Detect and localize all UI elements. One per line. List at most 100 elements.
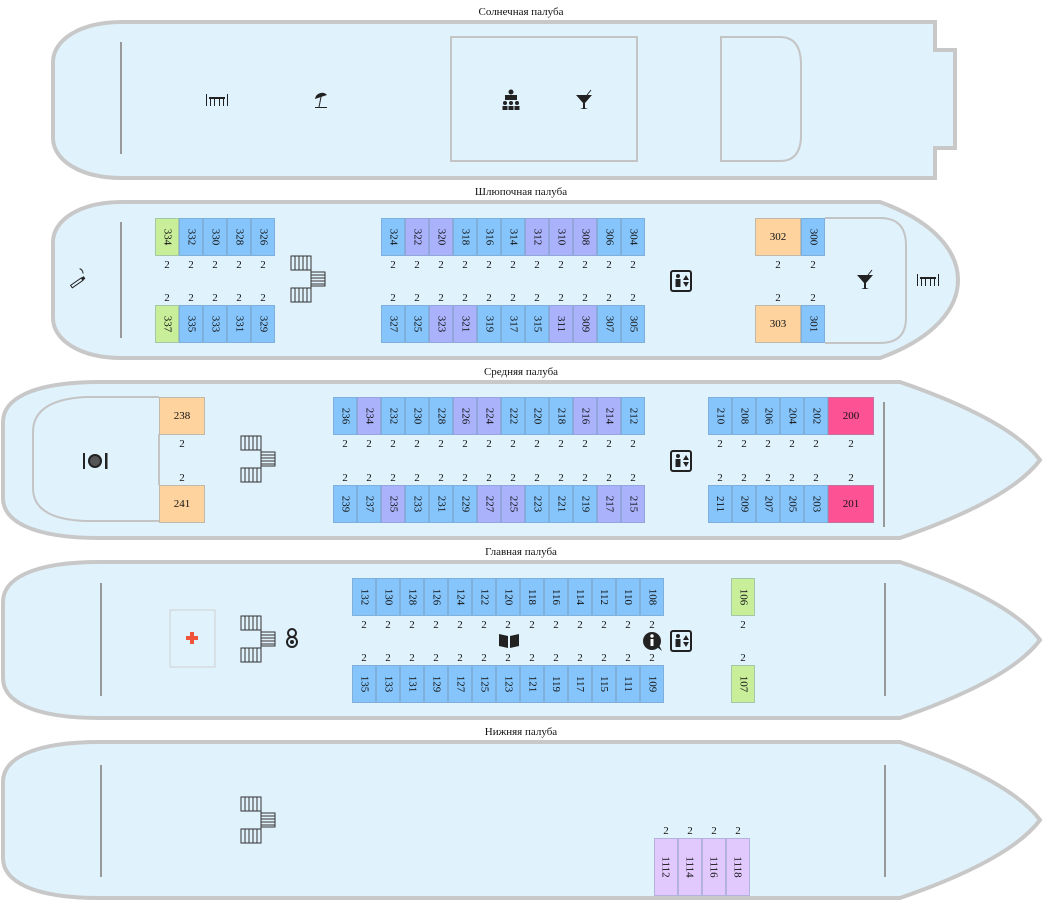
cabin-205[interactable]: 205: [780, 485, 804, 523]
cabin-238[interactable]: 238: [159, 397, 205, 435]
cabin-314[interactable]: 314: [501, 218, 525, 256]
cabin-124[interactable]: 124: [448, 578, 472, 616]
cabin-211[interactable]: 211: [708, 485, 732, 523]
cabin-114[interactable]: 114: [568, 578, 592, 616]
cabin-334[interactable]: 334: [155, 218, 179, 256]
cabin-227[interactable]: 227: [477, 485, 501, 523]
cabin-333[interactable]: 333: [203, 305, 227, 343]
cabin-106[interactable]: 106: [731, 578, 755, 616]
cabin-318[interactable]: 318: [453, 218, 477, 256]
cabin-118[interactable]: 118: [520, 578, 544, 616]
cabin-330[interactable]: 330: [203, 218, 227, 256]
cabin-307[interactable]: 307: [597, 305, 621, 343]
cabin-303[interactable]: 303: [755, 305, 801, 343]
cabin-315[interactable]: 315: [525, 305, 549, 343]
cabin-123[interactable]: 123: [496, 665, 520, 703]
cabin-324[interactable]: 324: [381, 218, 405, 256]
cabin-228[interactable]: 228: [429, 397, 453, 435]
cabin-317[interactable]: 317: [501, 305, 525, 343]
cabin-127[interactable]: 127: [448, 665, 472, 703]
cabin-209[interactable]: 209: [732, 485, 756, 523]
cabin-1112[interactable]: 1112: [654, 838, 678, 896]
cabin-126[interactable]: 126: [424, 578, 448, 616]
cabin-132[interactable]: 132: [352, 578, 376, 616]
cabin-328[interactable]: 328: [227, 218, 251, 256]
cabin-231[interactable]: 231: [429, 485, 453, 523]
cabin-230[interactable]: 230: [405, 397, 429, 435]
cabin-217[interactable]: 217: [597, 485, 621, 523]
cabin-216[interactable]: 216: [573, 397, 597, 435]
cabin-331[interactable]: 331: [227, 305, 251, 343]
cabin-119[interactable]: 119: [544, 665, 568, 703]
cabin-110[interactable]: 110: [616, 578, 640, 616]
cabin-320[interactable]: 320: [429, 218, 453, 256]
cabin-311[interactable]: 311: [549, 305, 573, 343]
cabin-229[interactable]: 229: [453, 485, 477, 523]
cabin-122[interactable]: 122: [472, 578, 496, 616]
cabin-301[interactable]: 301: [801, 305, 825, 343]
cabin-206[interactable]: 206: [756, 397, 780, 435]
cabin-1116[interactable]: 1116: [702, 838, 726, 896]
cabin-116[interactable]: 116: [544, 578, 568, 616]
cabin-215[interactable]: 215: [621, 485, 645, 523]
cabin-204[interactable]: 204: [780, 397, 804, 435]
cabin-304[interactable]: 304: [621, 218, 645, 256]
cabin-222[interactable]: 222: [501, 397, 525, 435]
cabin-224[interactable]: 224: [477, 397, 501, 435]
cabin-322[interactable]: 322: [405, 218, 429, 256]
cabin-208[interactable]: 208: [732, 397, 756, 435]
cabin-128[interactable]: 128: [400, 578, 424, 616]
cabin-130[interactable]: 130: [376, 578, 400, 616]
cabin-306[interactable]: 306: [597, 218, 621, 256]
cabin-210[interactable]: 210: [708, 397, 732, 435]
cabin-131[interactable]: 131: [400, 665, 424, 703]
cabin-239[interactable]: 239: [333, 485, 357, 523]
cabin-108[interactable]: 108: [640, 578, 664, 616]
cabin-310[interactable]: 310: [549, 218, 573, 256]
cabin-1114[interactable]: 1114: [678, 838, 702, 896]
cabin-109[interactable]: 109: [640, 665, 664, 703]
cabin-237[interactable]: 237: [357, 485, 381, 523]
cabin-321[interactable]: 321: [453, 305, 477, 343]
cabin-203[interactable]: 203: [804, 485, 828, 523]
cabin-112[interactable]: 112: [592, 578, 616, 616]
cabin-107[interactable]: 107: [731, 665, 755, 703]
cabin-308[interactable]: 308: [573, 218, 597, 256]
cabin-201[interactable]: 201: [828, 485, 874, 523]
cabin-332[interactable]: 332: [179, 218, 203, 256]
cabin-111[interactable]: 111: [616, 665, 640, 703]
cabin-121[interactable]: 121: [520, 665, 544, 703]
cabin-300[interactable]: 300: [801, 218, 825, 256]
cabin-329[interactable]: 329: [251, 305, 275, 343]
cabin-221[interactable]: 221: [549, 485, 573, 523]
cabin-120[interactable]: 120: [496, 578, 520, 616]
cabin-1118[interactable]: 1118: [726, 838, 750, 896]
cabin-200[interactable]: 200: [828, 397, 874, 435]
cabin-327[interactable]: 327: [381, 305, 405, 343]
cabin-207[interactable]: 207: [756, 485, 780, 523]
cabin-236[interactable]: 236: [333, 397, 357, 435]
cabin-214[interactable]: 214: [597, 397, 621, 435]
cabin-335[interactable]: 335: [179, 305, 203, 343]
cabin-323[interactable]: 323: [429, 305, 453, 343]
cabin-133[interactable]: 133: [376, 665, 400, 703]
cabin-218[interactable]: 218: [549, 397, 573, 435]
cabin-232[interactable]: 232: [381, 397, 405, 435]
cabin-337[interactable]: 337: [155, 305, 179, 343]
cabin-235[interactable]: 235: [381, 485, 405, 523]
cabin-302[interactable]: 302: [755, 218, 801, 256]
cabin-241[interactable]: 241: [159, 485, 205, 523]
cabin-312[interactable]: 312: [525, 218, 549, 256]
cabin-319[interactable]: 319: [477, 305, 501, 343]
cabin-115[interactable]: 115: [592, 665, 616, 703]
cabin-220[interactable]: 220: [525, 397, 549, 435]
cabin-125[interactable]: 125: [472, 665, 496, 703]
cabin-233[interactable]: 233: [405, 485, 429, 523]
cabin-325[interactable]: 325: [405, 305, 429, 343]
cabin-305[interactable]: 305: [621, 305, 645, 343]
cabin-226[interactable]: 226: [453, 397, 477, 435]
cabin-202[interactable]: 202: [804, 397, 828, 435]
cabin-129[interactable]: 129: [424, 665, 448, 703]
cabin-309[interactable]: 309: [573, 305, 597, 343]
cabin-223[interactable]: 223: [525, 485, 549, 523]
